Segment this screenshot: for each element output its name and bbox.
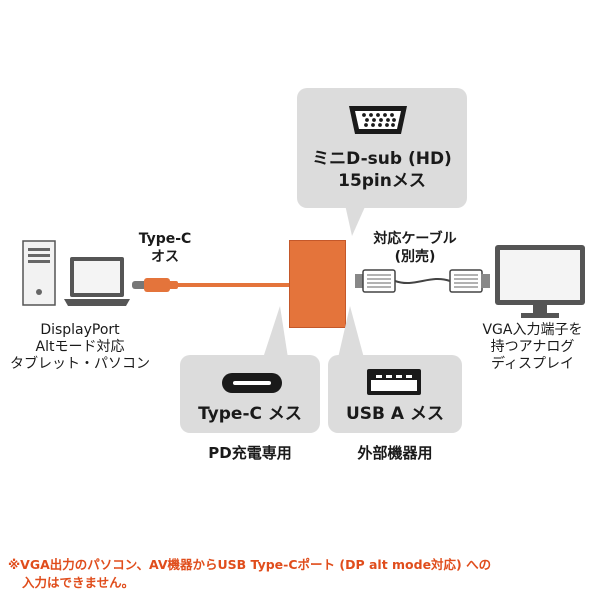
adapter-body [289, 240, 346, 328]
display-device-line3: ディスプレイ [490, 356, 575, 372]
laptop-icon [64, 257, 130, 306]
display-device-label: VGA入力端子を 持つアナログ ディスプレイ [465, 322, 600, 373]
footnote: ※VGA出力のパソコン、AV機器からUSB Type-Cポート (DP alt … [8, 556, 596, 592]
vga-cable-line1: 対応ケーブル [373, 231, 457, 247]
external-device-label: 外部機器用 [357, 444, 433, 462]
typec-callout-pointer [263, 306, 288, 358]
vga-cable-icon [355, 269, 490, 293]
pd-charge-label: PD充電専用 [208, 444, 292, 462]
source-device-label: DisplayPort Altモード対応 タブレット・パソコン [0, 322, 160, 373]
minidsub-callout-pointer [344, 200, 368, 236]
typec-cable [132, 278, 296, 292]
typec-label: Type-C メス [198, 404, 302, 424]
display-device-line1: VGA入力端子を [482, 322, 583, 338]
source-device-line2: Altモード対応 [35, 339, 125, 355]
source-device-line3: タブレット・パソコン [10, 356, 150, 372]
vga-cable-line2: (別売) [394, 249, 436, 265]
typec-port-icon [222, 373, 282, 393]
footnote-line1: ※VGA出力のパソコン、AV機器からUSB Type-Cポート (DP alt … [8, 557, 492, 572]
vga-cable-label: 対応ケーブル (別売) [360, 230, 470, 266]
desktop-tower-icon [22, 240, 56, 306]
minidsub-label-line2: 15pinメス [338, 171, 426, 191]
minidsub-label: ミニD-sub (HD) 15pinメス [297, 148, 467, 192]
usba-port-icon [367, 369, 421, 395]
typec-plug-label: Type-C オス [125, 230, 205, 266]
usba-label: USB A メス [346, 404, 444, 424]
footnote-line2: 入力はできません。 [22, 575, 135, 590]
display-device-line2: 持つアナログ [490, 339, 575, 355]
usba-callout-pointer [338, 306, 364, 358]
monitor-icon [495, 245, 585, 318]
typec-callout [180, 355, 320, 433]
typec-plug-line2: オス [151, 249, 179, 265]
minidsub-label-line1: ミニD-sub (HD) [312, 149, 452, 169]
source-device-line1: DisplayPort [40, 322, 120, 338]
vga-port-icon [349, 106, 407, 134]
typec-plug-line1: Type-C [138, 231, 192, 247]
